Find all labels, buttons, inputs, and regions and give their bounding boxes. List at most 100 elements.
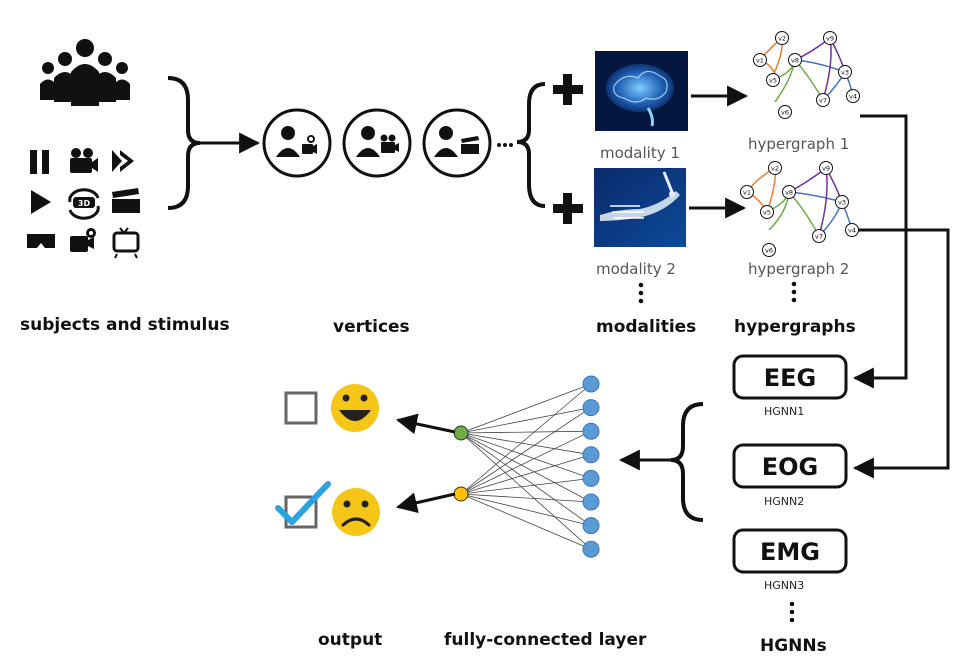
svg-text:v8: v8	[785, 189, 793, 197]
fc-edge	[460, 432, 592, 550]
hgnn-box-eeg: EEG	[732, 354, 848, 400]
svg-text:v6: v6	[765, 247, 773, 255]
svg-text:EMG: EMG	[760, 538, 820, 566]
fc-edges	[460, 383, 592, 550]
svg-text:v8: v8	[791, 57, 799, 65]
fc-nodes	[453, 375, 600, 558]
3d-glasses-icon	[27, 234, 55, 248]
person-clapperboard-icon	[434, 126, 479, 157]
output-label: output	[318, 630, 382, 650]
clapperboard-icon	[112, 188, 140, 213]
group-of-people-icon	[40, 39, 130, 106]
svg-text:v9: v9	[826, 35, 834, 43]
checked-checkbox	[275, 481, 331, 529]
fc-edge	[460, 430, 592, 495]
fc-input-node	[582, 446, 600, 464]
svg-text:v1: v1	[743, 189, 751, 197]
svg-text:v5: v5	[763, 209, 771, 217]
stimulus-icons: 3D	[27, 148, 140, 259]
fc-edge	[460, 454, 592, 495]
fc-edge	[460, 493, 592, 503]
svg-text:v2: v2	[771, 165, 779, 173]
fc-edge	[460, 493, 592, 526]
hypergraph-2-caption: hypergraph 2	[748, 260, 849, 278]
svg-text:v6: v6	[781, 109, 789, 117]
tv-icon	[112, 227, 140, 259]
fc-edge	[460, 383, 592, 495]
hgnn-2-caption: HGNN2	[764, 495, 804, 508]
hgnn-3-caption: HGNN3	[764, 579, 804, 592]
unchecked-checkbox	[284, 391, 318, 425]
people-camera-icon	[356, 126, 399, 157]
fc-input-node	[582, 540, 600, 558]
hgnn-box-emg: EMG	[732, 528, 848, 574]
play-icon	[31, 190, 51, 214]
hgnn-brace	[670, 402, 704, 522]
plus-icon-1	[553, 74, 583, 105]
hypergraphs-label: hypergraphs	[734, 317, 856, 337]
hypergraph-more-dots	[791, 281, 797, 303]
hgnn-box-eog: EOG	[732, 443, 848, 489]
3d-rotate-icon: 3D	[68, 188, 100, 220]
svg-text:v2: v2	[778, 35, 786, 43]
fc-edge	[460, 432, 592, 456]
fc-edge	[460, 407, 592, 434]
fc-input-node	[582, 517, 600, 535]
modality-more-dots	[638, 282, 644, 304]
svg-text:v9: v9	[822, 165, 830, 173]
fast-forward-icon	[112, 150, 134, 172]
vertices-label: vertices	[333, 317, 410, 337]
movie-camera-icon	[70, 148, 98, 173]
fc-edge	[460, 432, 592, 526]
hgnn-more-dots	[789, 601, 795, 623]
hgnn-1-caption: HGNN1	[764, 405, 804, 418]
output-node-sad	[453, 486, 469, 502]
hand-image	[594, 168, 686, 247]
svg-text:3D: 3D	[78, 199, 91, 208]
svg-text:v3: v3	[838, 199, 846, 207]
svg-text:v3: v3	[841, 69, 849, 77]
svg-text:v4: v4	[849, 93, 857, 101]
arrow-to-happy	[395, 413, 456, 435]
connector-hypergraph-2-to-eog	[852, 228, 950, 479]
person-camera-icon	[276, 126, 317, 157]
output-node-happy	[453, 425, 469, 441]
curly-brace	[167, 76, 201, 210]
svg-text:EEG: EEG	[764, 364, 817, 392]
fc-layer-label: fully-connected layer	[444, 630, 647, 650]
hgnns-label: HGNNs	[760, 636, 827, 656]
fc-edge	[460, 478, 592, 495]
vertex-circle-1	[262, 108, 332, 178]
hypergraph-1: v1 v2 v3 v4 v5 v6 v7 v8 v9	[753, 31, 860, 119]
fc-input-node	[582, 469, 600, 487]
sad-face-icon	[332, 488, 380, 536]
connector-hypergraph-1-to-eeg	[852, 114, 908, 389]
subjects-label: subjects and stimulus	[20, 315, 230, 335]
hypergraph-1-caption: hypergraph 1	[748, 135, 849, 153]
fc-edge	[460, 432, 592, 479]
vertex-circle-3	[422, 108, 492, 178]
fc-edge	[460, 432, 592, 503]
happy-face-icon	[331, 384, 379, 432]
plus-icon-2	[553, 193, 583, 224]
arrow-to-sad	[395, 492, 456, 514]
fc-input-node	[582, 493, 600, 511]
fc-edge	[460, 493, 592, 550]
svg-text:v7: v7	[815, 233, 823, 241]
fc-input-node	[582, 399, 600, 417]
fc-edge	[460, 430, 592, 434]
hypergraph-2: v1 v2 v3 v4 v5 v6 v7 v8 v9	[740, 161, 859, 257]
fc-edge	[460, 407, 592, 495]
fc-edge	[460, 383, 592, 434]
brain-image	[595, 51, 688, 131]
modalities-label: modalities	[596, 317, 696, 337]
svg-text:v5: v5	[769, 77, 777, 85]
vertex-circle-2	[342, 108, 412, 178]
svg-text:v7: v7	[819, 97, 827, 105]
svg-text:v4: v4	[848, 227, 856, 235]
hypergraph-1-vertices: v1 v2 v3 v4 v5 v6 v7 v8 v9	[753, 31, 860, 119]
modality-brace	[516, 82, 546, 208]
modality-1-caption: modality 1	[600, 144, 680, 162]
pause-icon	[30, 150, 49, 174]
